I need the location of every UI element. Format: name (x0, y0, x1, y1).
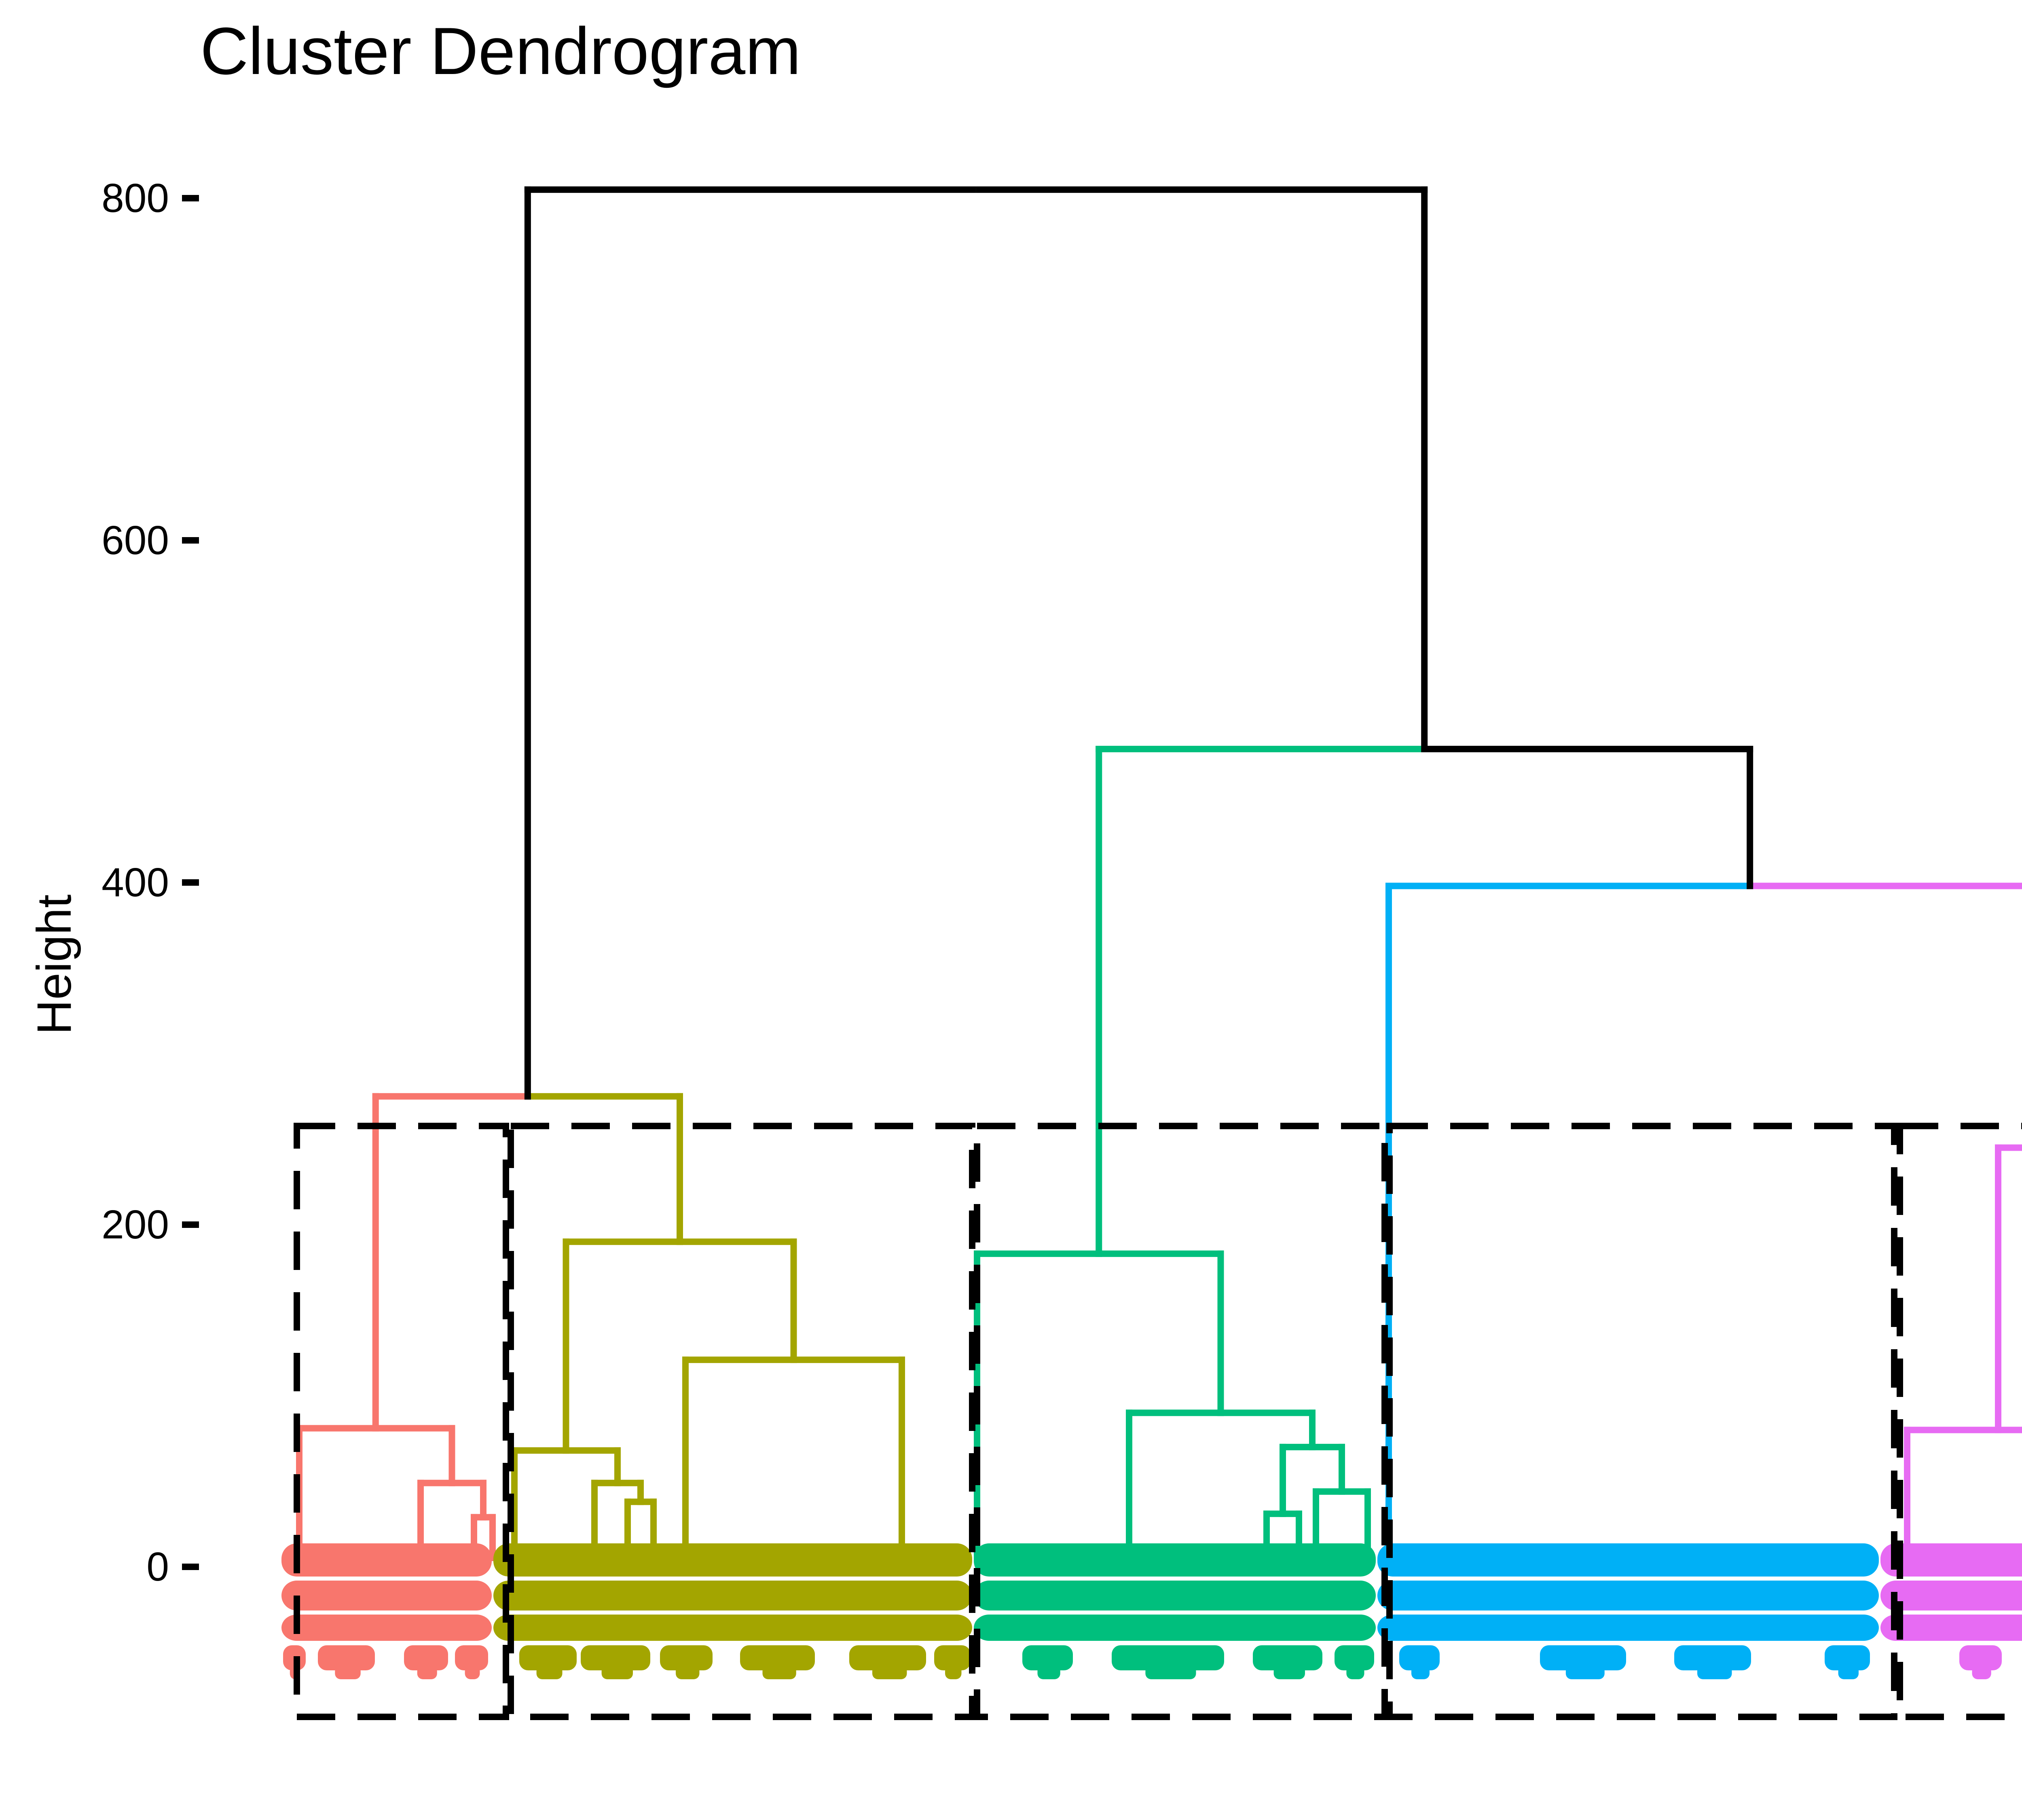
leaf-label-fragment (455, 1645, 488, 1670)
y-tick-label: 200 (102, 1202, 169, 1247)
leaf-label-fragment (519, 1645, 577, 1670)
leaf-label-fragment (1346, 1666, 1364, 1679)
leaf-label-fragment (465, 1666, 480, 1679)
leaf-label-fragment (1112, 1645, 1224, 1670)
leaf-label-fragment (762, 1666, 796, 1679)
leaf-label-fragment (660, 1645, 713, 1670)
leaf-label-fragment (1972, 1666, 1991, 1679)
cluster-box-1 (294, 1123, 509, 1720)
leaf-label-fragment (1540, 1645, 1626, 1670)
leaf-label-fragment (1273, 1666, 1305, 1679)
plot-title: Cluster Dendrogram (200, 14, 801, 88)
leaf-labels-mass-cluster-1 (281, 1581, 492, 1610)
leaf-label-fragment (417, 1666, 437, 1679)
leaf-labels-mass-cluster-5 (1880, 1615, 2022, 1641)
y-axis-title: Height (27, 894, 81, 1035)
leaf-label-fragment (1674, 1645, 1751, 1670)
y-tick-mark (182, 1221, 199, 1228)
leaf-labels-mass-cluster-3 (974, 1615, 1376, 1641)
leaf-labels-mass-cluster-1 (281, 1615, 492, 1641)
leaf-labels-mass-cluster-5 (1880, 1581, 2022, 1610)
cluster-box-2 (508, 1123, 975, 1720)
leaf-label-fragment (1411, 1666, 1430, 1679)
leaf-label-fragment (676, 1666, 700, 1679)
leaf-labels-mass-cluster-4 (1377, 1615, 1879, 1641)
leaf-label-fragment (849, 1645, 926, 1670)
leaf-label-fragment (1335, 1645, 1374, 1670)
leaf-labels-mass-cluster-4 (1377, 1543, 1879, 1577)
cluster-box-4 (1386, 1123, 1897, 1720)
leaf-label-fragment (1399, 1645, 1440, 1670)
leaf-label-fragment (1145, 1666, 1196, 1679)
leaf-labels-mass-cluster-2 (493, 1543, 972, 1577)
leaf-label-fragment (601, 1666, 633, 1679)
y-tick-label: 0 (146, 1544, 169, 1589)
y-tick-mark (182, 1564, 199, 1570)
leaf-labels-mass-cluster-5 (1880, 1543, 2022, 1577)
y-tick-label: 400 (102, 860, 169, 905)
y-tick-label: 800 (102, 176, 169, 221)
leaf-label-fragment (404, 1645, 448, 1670)
leaf-labels-mass-cluster-3 (974, 1581, 1376, 1610)
leaf-labels-mass-cluster-3 (974, 1543, 1376, 1577)
cluster-box-5 (1897, 1123, 2022, 1720)
y-tick-mark (182, 879, 199, 886)
leaf-labels-mass-cluster-2 (493, 1581, 972, 1610)
cluster-box-3 (974, 1123, 1388, 1720)
leaf-label-fragment (536, 1666, 563, 1679)
leaf-label-fragment (740, 1645, 815, 1670)
leaf-label-fragment (1959, 1645, 2002, 1670)
leaf-labels-mass-cluster-2 (493, 1615, 972, 1641)
y-tick-label: 600 (102, 518, 169, 563)
leaf-label-fragment (318, 1645, 375, 1670)
leaf-label-fragment (1825, 1645, 1870, 1670)
leaf-label-fragment (1022, 1645, 1073, 1670)
leaf-label-fragment (934, 1645, 971, 1670)
leaf-label-fragment (335, 1666, 361, 1679)
leaf-label-fragment (1697, 1666, 1732, 1679)
y-tick-mark (182, 537, 199, 544)
leaf-label-fragment (581, 1645, 650, 1670)
leaf-labels-mass-cluster-1 (281, 1543, 492, 1577)
leaf-label-fragment (945, 1666, 962, 1679)
leaf-label-fragment (1253, 1645, 1322, 1670)
y-tick-mark (182, 195, 199, 201)
leaf-label-fragment (872, 1666, 907, 1679)
leaf-labels-mass-cluster-4 (1377, 1581, 1879, 1610)
leaf-label-fragment (1838, 1666, 1859, 1679)
leaf-label-fragment (1037, 1666, 1060, 1679)
leaf-label-fragment (1565, 1666, 1605, 1679)
